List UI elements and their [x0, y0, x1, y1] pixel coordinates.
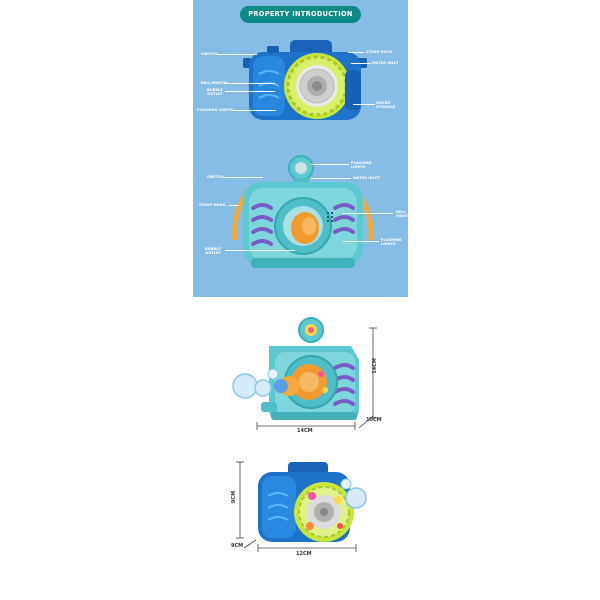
- label-strap-hook-bottom: STRAP HOOK: [199, 203, 226, 207]
- cam2-dimension-lines: [236, 461, 357, 552]
- label-water-inlet-top: WATER INLET: [372, 61, 399, 65]
- cam2-height-label: 9CM: [231, 490, 238, 504]
- cam1-depth-label: 10CM: [366, 417, 382, 423]
- blue-camera-dimension-illustration: [258, 462, 367, 542]
- label-strap-hook-top: STRAP HOOK: [366, 50, 393, 54]
- label-flashing-lights-top: FLASHING LIGHTS: [197, 108, 234, 112]
- label-water-inlet-bottom: WATER INLET: [353, 176, 380, 180]
- label-bell-mouth-top: BELL MOUTH: [201, 81, 228, 85]
- cam1-height-label: 14CM: [371, 358, 378, 374]
- label-switch-bottom: SWITCH: [207, 175, 223, 179]
- cam2-depth-label: 9CM: [231, 543, 244, 549]
- cam2-width-label: 12CM: [296, 551, 312, 557]
- cam1-width-label: 14CM: [297, 428, 313, 434]
- property-introduction-panel: PROPERTY INTRODUCTION SWITCH BELL MOUTH …: [193, 0, 412, 297]
- label-switch-top: SWITCH: [201, 52, 217, 56]
- panel-title: PROPERTY INTRODUCTION: [240, 6, 361, 23]
- teal-camera-dimension-illustration: [232, 317, 359, 420]
- blue-camera-illustration: [243, 40, 367, 120]
- teal-camera-illustration: [232, 155, 374, 268]
- cam1-dimension-lines: [256, 327, 377, 430]
